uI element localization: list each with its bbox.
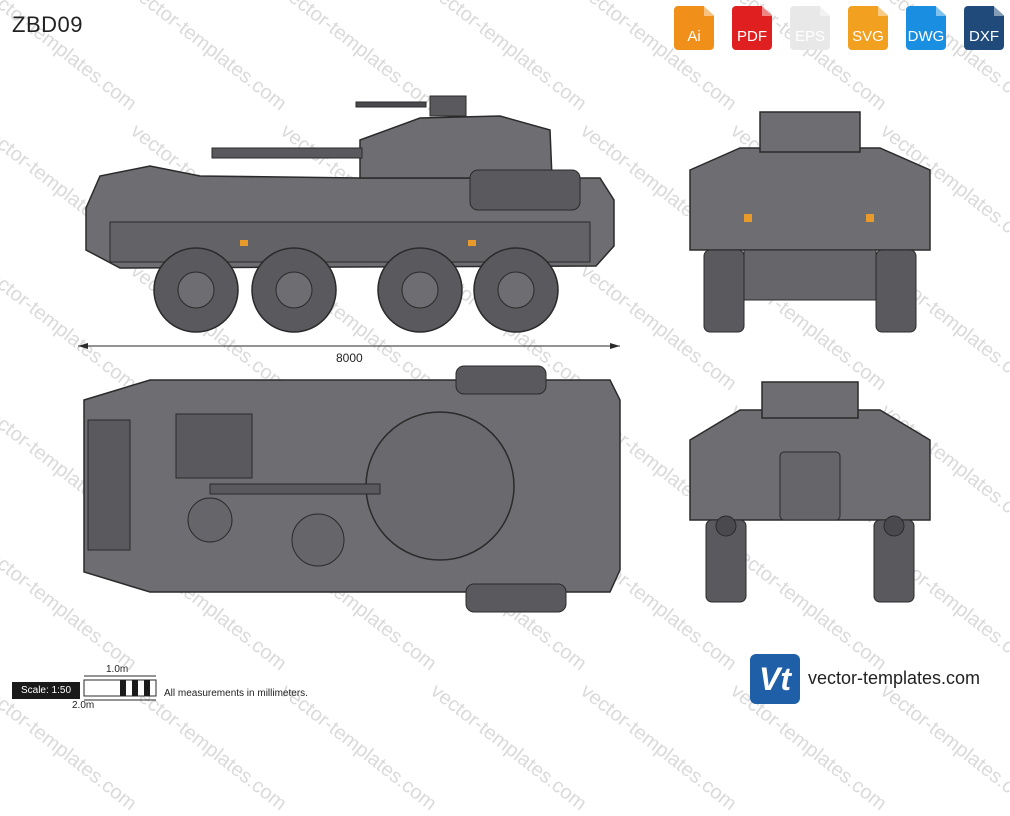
scale-bar [83, 675, 157, 701]
format-label: DXF [969, 28, 999, 45]
dxf-file-icon[interactable]: DXF [958, 6, 1010, 52]
format-label: PDF [737, 28, 767, 45]
wheel-hub [177, 271, 215, 309]
side-sight [429, 95, 467, 117]
site-link[interactable]: vector-templates.com [808, 668, 981, 688]
scale-label: Scale: 1:50 [12, 682, 80, 699]
format-downloads: Ai PDF EPS SVG DWG DXF [668, 6, 1010, 52]
front-lamp [744, 214, 752, 222]
vehicle-blueprint [78, 95, 931, 701]
rear-turret [761, 381, 859, 419]
front-lamp [866, 214, 874, 222]
dimension-label: 8000 [336, 351, 363, 365]
side-stowage [469, 169, 581, 211]
top-hatch [187, 497, 233, 543]
front-hull [689, 147, 931, 251]
wheel-hub [401, 271, 439, 309]
front-wheel-right [875, 249, 917, 333]
rear-light [883, 515, 905, 537]
wheel-hub [275, 271, 313, 309]
top-view [83, 365, 621, 613]
front-wheel-left [703, 249, 745, 333]
site-logo: Vt [750, 654, 800, 704]
dwg-file-icon[interactable]: DWG [900, 6, 952, 52]
eps-file-icon[interactable]: EPS [784, 6, 836, 52]
side-lamp [240, 240, 248, 246]
side-wheels [153, 247, 559, 333]
scale-bottom-label: 2.0m [72, 700, 95, 711]
side-turret [359, 115, 553, 179]
rear-door [779, 451, 841, 521]
format-label: SVG [852, 28, 884, 45]
top-hatch [291, 513, 345, 567]
top-rear-door [87, 419, 131, 551]
format-label: DWG [907, 28, 945, 45]
front-lower-hull [743, 249, 877, 301]
ai-file-icon[interactable]: Ai [668, 6, 720, 52]
rear-view [689, 381, 931, 603]
measurement-note: All measurements in millimeters. [164, 688, 308, 699]
front-turret [759, 111, 861, 153]
wheel-hub [497, 271, 535, 309]
side-view [85, 95, 615, 333]
top-turret-ring [365, 411, 515, 561]
pdf-file-icon[interactable]: PDF [726, 6, 778, 52]
dimension-line [78, 343, 620, 349]
top-stowage [465, 583, 567, 613]
svg-file-icon[interactable]: SVG [842, 6, 894, 52]
side-coaxial-gun [355, 101, 427, 108]
side-main-gun [211, 147, 363, 159]
format-label: EPS [794, 28, 825, 45]
scale-top-label: 1.0m [106, 664, 129, 675]
top-main-gun [209, 483, 381, 495]
rear-light [715, 515, 737, 537]
side-lamp [468, 240, 476, 246]
format-label: Ai [687, 28, 701, 45]
page-title: ZBD09 [12, 12, 83, 37]
top-stowage [455, 365, 547, 395]
top-engine-grille [175, 413, 253, 479]
front-view [689, 111, 931, 333]
